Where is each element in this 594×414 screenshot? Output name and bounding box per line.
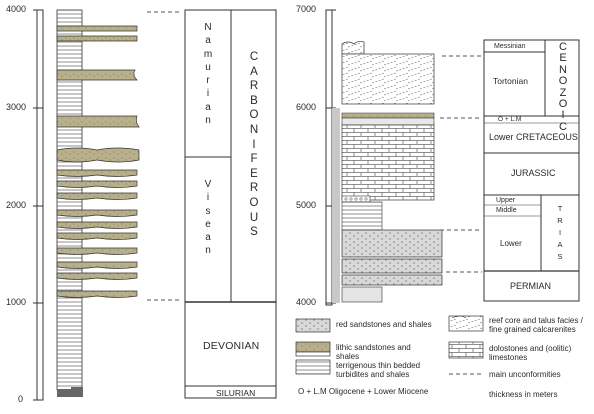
left-scale-1000: 1000 <box>6 297 27 307</box>
right-scale-4000: 4000 <box>296 297 317 307</box>
system-permian: PERMIAN <box>510 281 552 291</box>
legend-reef-swatch <box>448 315 484 332</box>
series-upper: Upper <box>496 197 516 204</box>
right-ruler-bar <box>325 9 333 306</box>
series-visean: V i s e a n <box>204 179 212 257</box>
system-trias: T R I A S <box>557 204 563 261</box>
series-o-lm: O + L.M <box>498 116 522 123</box>
right-scale-7000: 7000 <box>296 4 317 14</box>
system-jurassic: JURASSIC <box>511 168 556 178</box>
left-sandstone-beds <box>56 25 140 298</box>
series-tortonian: Tortonian <box>493 76 528 86</box>
series-messinian: Messinian <box>494 43 526 50</box>
right-reef-block <box>341 53 435 105</box>
system-silurian: SILURIAN <box>216 388 256 398</box>
series-lower: Lower <box>500 239 522 248</box>
right-scale-5000: 5000 <box>296 200 317 210</box>
system-lower-cretaceous: Lower CRETACEOUS <box>489 132 578 142</box>
right-red-sandstone <box>341 229 443 258</box>
left-base-block <box>57 387 83 397</box>
legend-terrigenous-swatch <box>295 359 331 375</box>
system-carboniferous: C A R B O N I F E R O U S <box>249 51 259 239</box>
legend-reef-label: reef core and talus facies / fine graine… <box>489 316 583 334</box>
legend-lithic-sandstone-swatch <box>295 341 331 353</box>
system-devonian: DEVONIAN <box>203 340 260 352</box>
legend-terrigenous-label: terrigenous thin bedded turbidites and s… <box>336 361 421 379</box>
left-scale-2000: 2000 <box>6 200 27 210</box>
series-namurian: N a m u r i a n <box>203 22 213 127</box>
legend-red-sandstone-label: red sandstones and shales <box>336 320 432 329</box>
legend-dolostone-swatch <box>448 341 484 359</box>
legend-abbreviation: O + L.M Oligocene + Lower Miocene <box>298 387 429 396</box>
right-strat-table <box>483 39 580 302</box>
left-scale-0: 0 <box>18 394 24 404</box>
right-dolostone-block <box>341 124 435 201</box>
system-cenozoic: C E N O Z O I C <box>558 41 568 133</box>
legend-red-sandstone-swatch <box>295 318 331 333</box>
right-scale-6000: 6000 <box>296 102 317 112</box>
left-scale-4000: 4000 <box>6 4 27 14</box>
left-ruler-bar <box>36 9 44 401</box>
legend-lithic-sandstone-label: lithic sandstones and shales <box>336 343 411 361</box>
legend-dolostone-label: dolostones and (oolitic) limestones <box>489 344 572 362</box>
legend-unconformity-label: main unconformities <box>489 370 561 379</box>
left-scale-3000: 3000 <box>6 102 27 112</box>
legend-thickness-note: thickness in meters <box>489 390 558 399</box>
left-lithology-column <box>56 9 83 391</box>
series-middle: Middle <box>496 207 517 214</box>
